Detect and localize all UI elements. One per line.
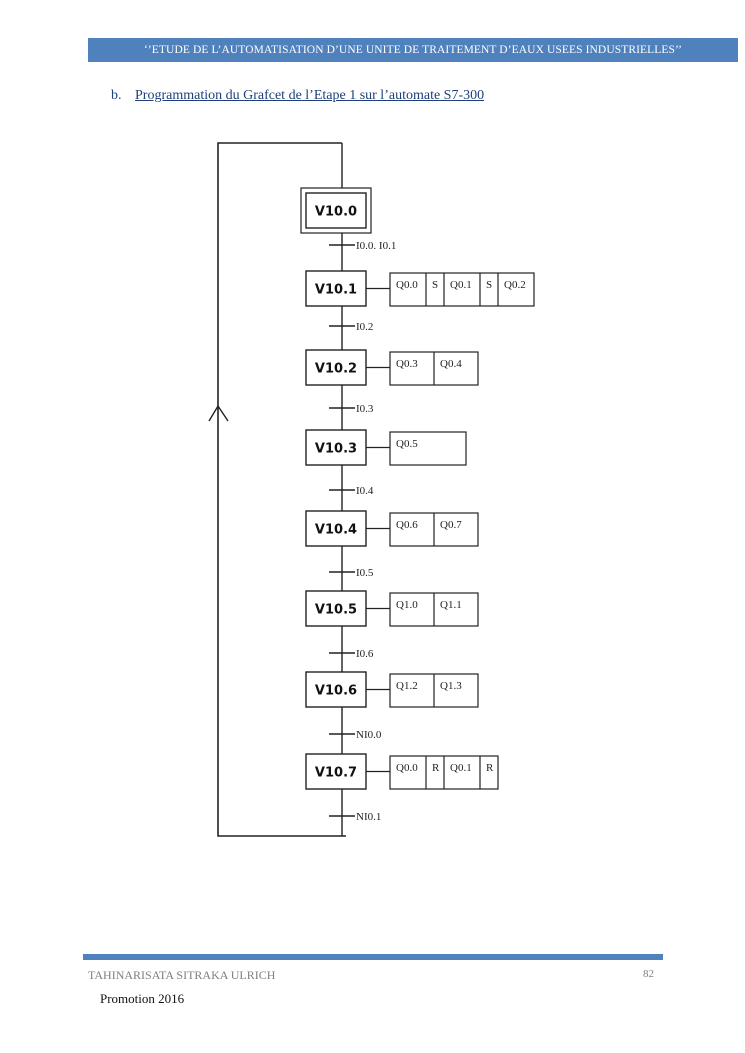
up-arrow-icon (208, 404, 229, 422)
action-label: Q1.0 (396, 599, 418, 611)
section-marker: b. (111, 88, 122, 103)
action-label: Q1.2 (396, 680, 418, 692)
step-label: V10.0 (315, 205, 357, 220)
step-label: V10.5 (315, 603, 357, 618)
transition-condition: I0.4 (356, 485, 374, 497)
action-label: R (432, 762, 440, 774)
loop-back-line (217, 142, 346, 837)
action-label: Q0.3 (396, 358, 418, 370)
transition-condition: NI0.0 (356, 729, 382, 741)
action-label: Q0.0 (396, 279, 418, 291)
step-box (305, 270, 367, 307)
step-label: V10.1 (315, 283, 357, 298)
action-label: Q0.0 (396, 762, 418, 774)
action-label: S (432, 279, 438, 291)
transition-condition: I0.6 (356, 648, 374, 660)
action-label: Q1.3 (440, 680, 462, 692)
step-box (305, 590, 367, 627)
footer-promotion: Promotion 2016 (100, 991, 185, 1006)
document-header-bar: ‘’ETUDE DE L’AUTOMATISATION D’UNE UNITE … (88, 38, 738, 62)
action-box (389, 272, 535, 307)
action-label: Q0.7 (440, 519, 462, 531)
transition-condition: I0.2 (356, 321, 373, 333)
step-box (305, 192, 367, 229)
step-label: V10.4 (315, 523, 357, 538)
transition-condition: NI0.1 (356, 811, 381, 823)
action-label: Q0.4 (440, 358, 462, 370)
transition-condition: I0.0. I0.1 (356, 240, 396, 252)
step-label: V10.2 (315, 362, 357, 377)
step-label: V10.6 (315, 684, 357, 699)
section-title: Programmation du Grafcet de l’Etape 1 su… (135, 88, 485, 103)
action-label: Q0.1 (450, 762, 472, 774)
action-label: Q1.1 (440, 599, 462, 611)
action-label: R (486, 762, 494, 774)
page-number: 82 (643, 968, 654, 980)
transition-condition: I0.3 (356, 403, 374, 415)
section-heading: b. Programmation du Grafcet de l’Etape 1… (111, 88, 484, 104)
footer-bar (83, 954, 663, 960)
step-box (305, 349, 367, 386)
transition-condition: I0.5 (356, 567, 374, 579)
action-box (389, 431, 467, 466)
step-label: V10.7 (315, 766, 357, 781)
step-box (305, 429, 367, 466)
action-label: Q0.6 (396, 519, 418, 531)
step-box (305, 671, 367, 708)
document-header-title: ‘’ETUDE DE L’AUTOMATISATION D’UNE UNITE … (143, 44, 683, 56)
step-label: V10.3 (315, 442, 357, 457)
footer-author: TAHINARISATA SITRAKA ULRICH (88, 968, 276, 982)
action-label: Q0.2 (504, 279, 526, 291)
initial-step-outer-box (300, 187, 372, 234)
action-label: S (486, 279, 492, 291)
action-label: Q0.1 (450, 279, 472, 291)
step-box (305, 510, 367, 547)
action-label: Q0.5 (396, 438, 418, 450)
